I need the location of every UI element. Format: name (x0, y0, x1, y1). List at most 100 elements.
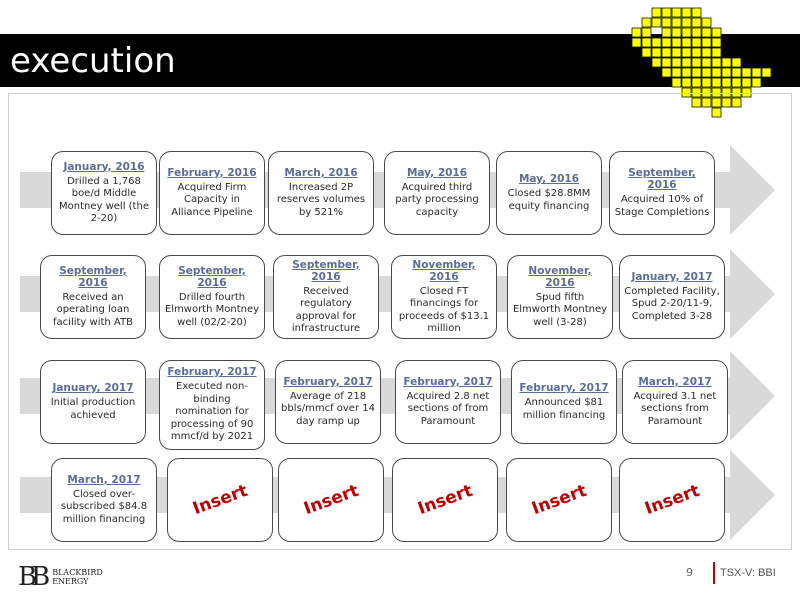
logo-pixel (761, 67, 772, 78)
monogram: BB (18, 562, 50, 592)
milestone-date: September, 2016 (628, 167, 696, 191)
milestone-desc: Acquired 2.8 net sections of from Paramo… (406, 390, 490, 427)
logo-pixel (691, 57, 702, 68)
logo-pixel (671, 77, 682, 88)
logo-pixel (721, 77, 732, 88)
milestone-card: January, 2016 Drilled a 1,768 boe/d Midd… (51, 151, 157, 235)
milestone-desc: Initial production achieved (50, 397, 136, 421)
logo-pixel (671, 7, 682, 18)
logo-pixel (671, 37, 682, 48)
insert-label: Insert (528, 480, 590, 520)
milestone-card: March, 2017 Closed over-subscribed $84.8… (51, 458, 157, 542)
milestone-desc: Announced $81 million financing (522, 397, 606, 421)
milestone-date: January, 2017 (52, 382, 134, 394)
logo-pixel (651, 37, 662, 48)
logo-pixel (631, 27, 642, 38)
logo-pixel (681, 47, 692, 58)
logo-pixel (691, 27, 702, 38)
milestone-date: March, 2017 (638, 375, 712, 388)
insert-placeholder-card[interactable]: Insert (506, 458, 612, 542)
logo-pixel (691, 77, 702, 88)
milestone-desc: Acquired Firm Capacity in Alliance Pipel… (171, 181, 253, 218)
logo-pixel (651, 7, 662, 18)
logo-pixel (661, 37, 672, 48)
logo-pixel (641, 17, 652, 28)
milestone-date: September, 2016 (59, 264, 127, 289)
logo-pixel (721, 57, 732, 68)
milestone-date: November, 2016 (412, 258, 476, 283)
logo-pixel (711, 87, 722, 98)
logo-pixel (711, 77, 722, 88)
milestone-card: September, 2016 Acquired 10% of Stage Co… (609, 151, 715, 235)
milestone-card: May, 2016 Acquired third party processin… (384, 151, 490, 235)
milestone-card: May, 2016 Closed $28.8MM equity financin… (496, 151, 602, 235)
logo-pixel (701, 87, 712, 98)
logo-pixel (691, 47, 702, 58)
pixel-logo-icon (631, 7, 772, 118)
insert-label: Insert (641, 480, 703, 520)
insert-label: Insert (300, 480, 362, 520)
ticker-symbol: TSX-V: BBI (720, 567, 776, 579)
milestone-date: May, 2016 (518, 173, 580, 185)
milestone-desc: Received an operating loan facility with… (53, 291, 133, 328)
logo-pixel (681, 67, 692, 78)
insert-label: Insert (414, 480, 476, 520)
company-logo: BB BLACKBIRD ENERGY (18, 562, 103, 592)
logo-pixel (631, 37, 642, 48)
milestone-card: September, 2016 Received an operating lo… (40, 255, 146, 339)
brand-name-line1: BLACKBIRD (52, 568, 103, 577)
milestone-date: September, 2016 (292, 258, 360, 283)
insert-placeholder-card[interactable]: Insert (392, 458, 498, 542)
milestone-date: November, 2016 (528, 264, 592, 289)
milestone-desc: Spud fifth Elmworth Montney well (3-28) (512, 291, 608, 328)
logo-pixel (661, 7, 672, 18)
insert-placeholder-card[interactable]: Insert (619, 458, 725, 542)
milestone-card: February, 2016 Acquired Firm Capacity in… (159, 151, 265, 235)
milestone-desc: Closed over-subscribed $84.8 million fin… (60, 488, 148, 525)
logo-pixel (701, 97, 712, 108)
milestone-date: January, 2017 (631, 270, 713, 283)
logo-pixel (651, 47, 662, 58)
logo-pixel (701, 27, 712, 38)
milestone-card: November, 2016 Closed FT financings for … (391, 255, 497, 339)
insert-placeholder-card[interactable]: Insert (278, 458, 384, 542)
logo-pixel (711, 37, 722, 48)
brand-name-line2: ENERGY (52, 577, 89, 586)
milestone-date: May, 2016 (406, 166, 468, 179)
logo-pixel (701, 77, 712, 88)
milestone-desc: Drilled fourth Elmworth Montney well (02… (164, 291, 260, 328)
logo-pixel (701, 47, 712, 58)
logo-pixel (741, 87, 752, 98)
logo-pixel (661, 47, 672, 58)
logo-pixel (681, 27, 692, 38)
page-title: execution (10, 41, 176, 81)
milestone-card: February, 2017 Executed non-binding nomi… (159, 360, 265, 450)
milestone-card: September, 2016 Drilled fourth Elmworth … (159, 255, 265, 339)
logo-pixel (711, 47, 722, 58)
logo-pixel (641, 37, 652, 48)
milestone-desc: Drilled a 1,768 boe/d Middle Montney wel… (59, 175, 149, 225)
content-frame (8, 93, 792, 550)
milestone-date: February, 2017 (519, 382, 609, 394)
milestone-date: February, 2016 (167, 166, 257, 179)
milestone-card: February, 2017 Acquired 2.8 net sections… (395, 360, 501, 444)
logo-pixel (651, 57, 662, 68)
logo-pixel (691, 37, 702, 48)
milestone-desc: Acquired 10% of Stage Completions (614, 194, 710, 218)
logo-pixel (731, 57, 742, 68)
logo-pixel (671, 17, 682, 28)
milestone-date: February, 2017 (167, 366, 257, 379)
logo-pixel (711, 67, 722, 78)
insert-label: Insert (189, 480, 251, 520)
logo-pixel (711, 107, 722, 118)
insert-placeholder-card[interactable]: Insert (167, 458, 273, 542)
logo-pixel (641, 27, 652, 38)
logo-pixel (651, 17, 662, 28)
milestone-desc: Completed Facility, Spud 2-20/11-9, Comp… (624, 285, 720, 322)
logo-pixel (681, 17, 692, 28)
logo-pixel (681, 7, 692, 18)
logo-pixel (681, 37, 692, 48)
milestone-desc: Increased 2P reserves volumes by 521% (276, 181, 366, 218)
milestone-desc: Acquired third party processing capacity (395, 181, 479, 218)
logo-pixel (751, 77, 762, 88)
